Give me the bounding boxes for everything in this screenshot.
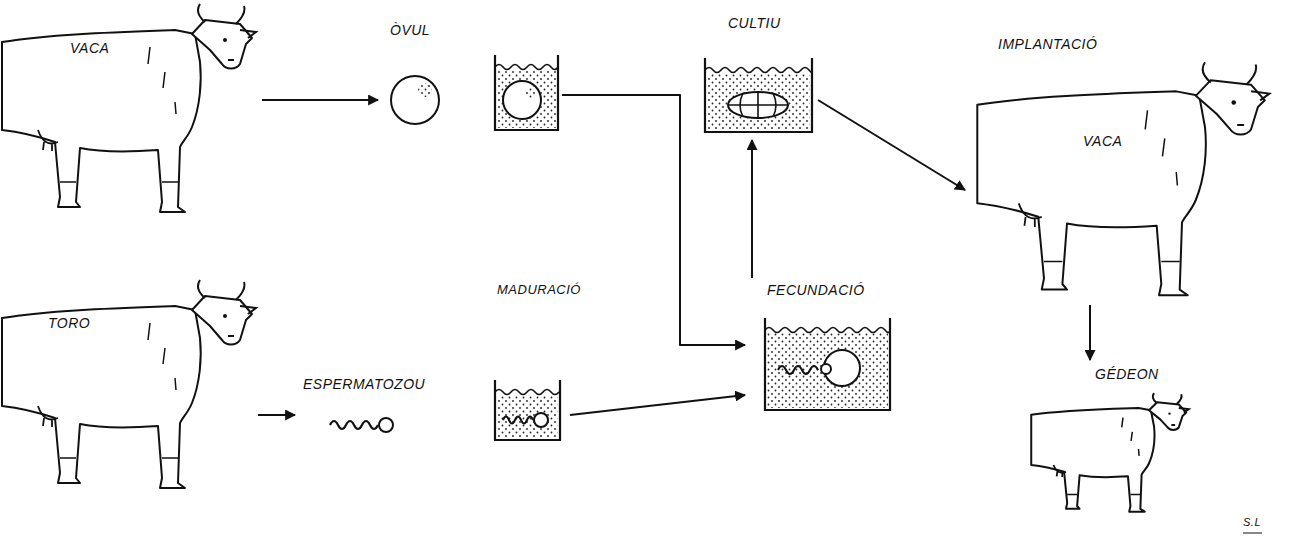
sperm-beaker <box>495 380 560 440</box>
figure-label: VACA <box>1083 133 1122 149</box>
recipient-cow-figure <box>977 62 1269 295</box>
culture-beaker <box>705 58 812 132</box>
signature: S.L <box>1243 516 1261 529</box>
flow-arrow <box>1089 305 1091 360</box>
figure-label: CULTIU <box>728 15 781 31</box>
flow-arrow <box>562 95 745 345</box>
figure-node: VACA <box>0 0 262 215</box>
flow-arrow <box>751 140 753 278</box>
flow-arrow <box>262 99 378 101</box>
figure-label: ESPERMATOZOU <box>303 376 425 392</box>
figure-label: VACA <box>70 40 109 56</box>
cow-figure <box>2 4 256 212</box>
bull-figure <box>2 280 256 488</box>
figure-node: IMPLANTACIÓ VACA <box>965 28 1270 305</box>
figure-label: TORO <box>48 315 90 331</box>
figure-node: FECUNDACIÓ <box>745 278 895 412</box>
figure-label: GÉDEON <box>1095 366 1159 382</box>
calf-figure <box>1031 393 1188 512</box>
sperm-cell <box>330 418 393 432</box>
signature-underline <box>1243 533 1262 534</box>
figure-node: ÒVUL <box>378 20 562 135</box>
flow-arrow <box>258 414 295 416</box>
figure-node: ESPERMATOZOU <box>295 372 570 448</box>
figure-label: FECUNDACIÓ <box>767 282 865 298</box>
ovum-cell <box>391 76 439 124</box>
figure-label: IMPLANTACIÓ <box>998 36 1097 52</box>
figure-node: TORO <box>0 275 258 490</box>
fertilisation-beaker <box>765 318 890 410</box>
figure-label: ÒVUL <box>390 22 430 38</box>
flow-arrow <box>570 395 745 415</box>
step-label: MADURACIÓ <box>497 283 581 298</box>
flow-arrow <box>818 100 965 190</box>
ovum-beaker <box>495 55 558 130</box>
figure-node: CULTIU <box>700 12 818 140</box>
figure-node: GÉDEON <box>1025 360 1195 520</box>
